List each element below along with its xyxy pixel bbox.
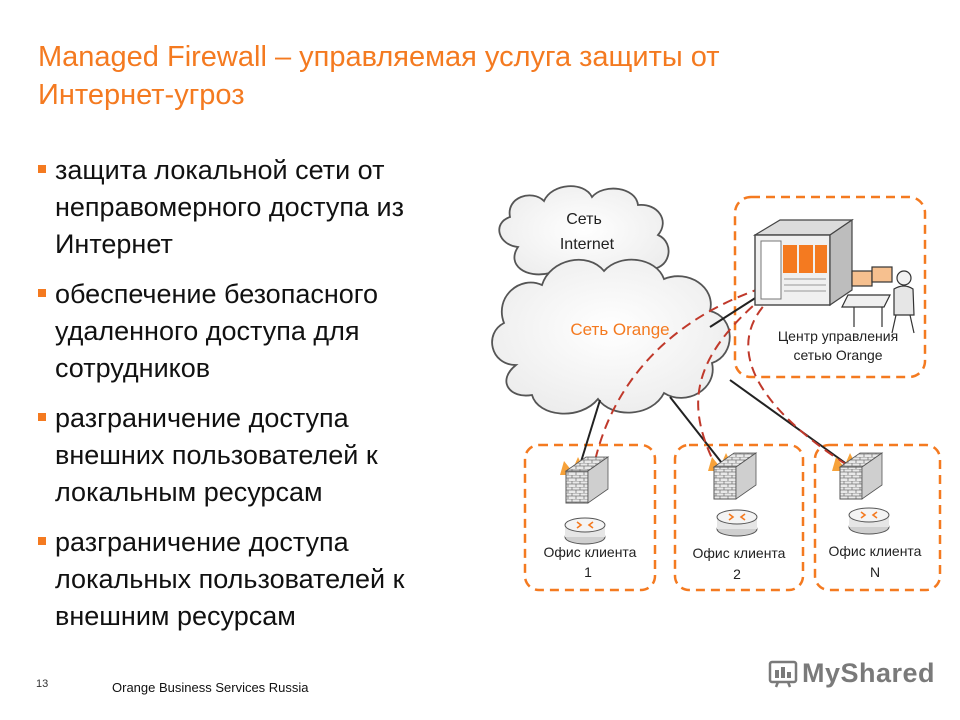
bullet-line: внешних пользователей к: [55, 440, 378, 470]
tunnel-office-n: [747, 296, 861, 474]
bullet-square-icon: [38, 537, 46, 545]
bullet-line: разграничение доступа: [55, 527, 349, 557]
bullet-line: сотрудников: [55, 353, 211, 383]
link-orange-office-1: [579, 399, 601, 466]
router-icon: [564, 517, 606, 545]
internet-cloud-label: Internet: [560, 236, 615, 253]
office-2-frame: [673, 443, 805, 592]
office-1-frame: [523, 443, 657, 592]
bullet-line: локальным ресурсам: [55, 477, 323, 507]
page-number: 13: [36, 678, 49, 690]
link-orange-control: [709, 294, 761, 328]
bullet-square-icon: [38, 165, 46, 173]
bullet-item: разграничение доступа внешних пользовате…: [36, 400, 486, 511]
tunnel-office-2: [697, 292, 769, 472]
bullet-line: Интернет: [55, 229, 173, 259]
office-1-label: Офис клиента: [544, 544, 637, 560]
slide-title: Managed Firewall – управляемая услуга за…: [38, 38, 838, 114]
server-rack-icon: [752, 218, 854, 307]
firewall-icon: [832, 452, 884, 500]
operator-workstation-icon: [841, 266, 915, 334]
office-2-label: Офис клиента: [693, 545, 786, 561]
link-orange-office-n: [729, 379, 856, 471]
orange-cloud-label: Сеть Orange: [570, 320, 669, 339]
firewall-icon: [708, 452, 758, 500]
bullet-line: локальных пользователей к: [55, 564, 405, 594]
network-diagram: Сеть Internet Сеть Orange Цен: [491, 185, 942, 592]
router-icon: [716, 509, 758, 537]
control-center-label: Центр управления: [778, 328, 898, 344]
office-n-label: Офис клиента: [829, 543, 922, 559]
bullet-item: защита локальной сети от неправомерного …: [36, 152, 486, 263]
link-orange-office-2: [669, 396, 726, 468]
watermark: MyShared: [768, 656, 935, 690]
router-icon: [848, 507, 890, 535]
bullet-item: разграничение доступа локальных пользова…: [36, 524, 486, 635]
bullet-list: защита локальной сети от неправомерного …: [36, 152, 486, 648]
bullet-line: удаленного доступа для: [55, 316, 360, 346]
bullet-square-icon: [38, 289, 46, 297]
control-center-frame: [733, 195, 927, 379]
bullet-line: обеспечение безопасного: [55, 279, 379, 309]
watermark-text: MyShared: [802, 657, 936, 688]
management-tunnels: [591, 286, 861, 476]
office-n-number: N: [870, 564, 880, 580]
bullet-square-icon: [38, 413, 46, 421]
bullet-line: внешним ресурсам: [55, 601, 296, 631]
office-n-frame: [813, 443, 942, 592]
title-line-2: Интернет-угроз: [38, 79, 245, 111]
firewall-icon: [560, 456, 610, 504]
bullet-line: неправомерного доступа из: [55, 192, 404, 222]
title-line-1: Managed Firewall – управляемая услуга за…: [38, 41, 720, 73]
office-2-number: 2: [733, 566, 741, 582]
network-links: [579, 294, 856, 471]
myshared-logo-icon: [768, 660, 798, 688]
tunnel-office-1: [591, 286, 766, 476]
office-1-number: 1: [584, 564, 592, 580]
bullet-line: разграничение доступа: [55, 403, 349, 433]
bullet-item: обеспечение безопасного удаленного досту…: [36, 276, 486, 387]
internet-cloud-label: Сеть: [566, 211, 602, 228]
footer-company: Orange Business Services Russia: [112, 680, 309, 695]
bullet-line: защита локальной сети от: [55, 155, 385, 185]
control-center-label: сетью Orange: [793, 347, 882, 363]
